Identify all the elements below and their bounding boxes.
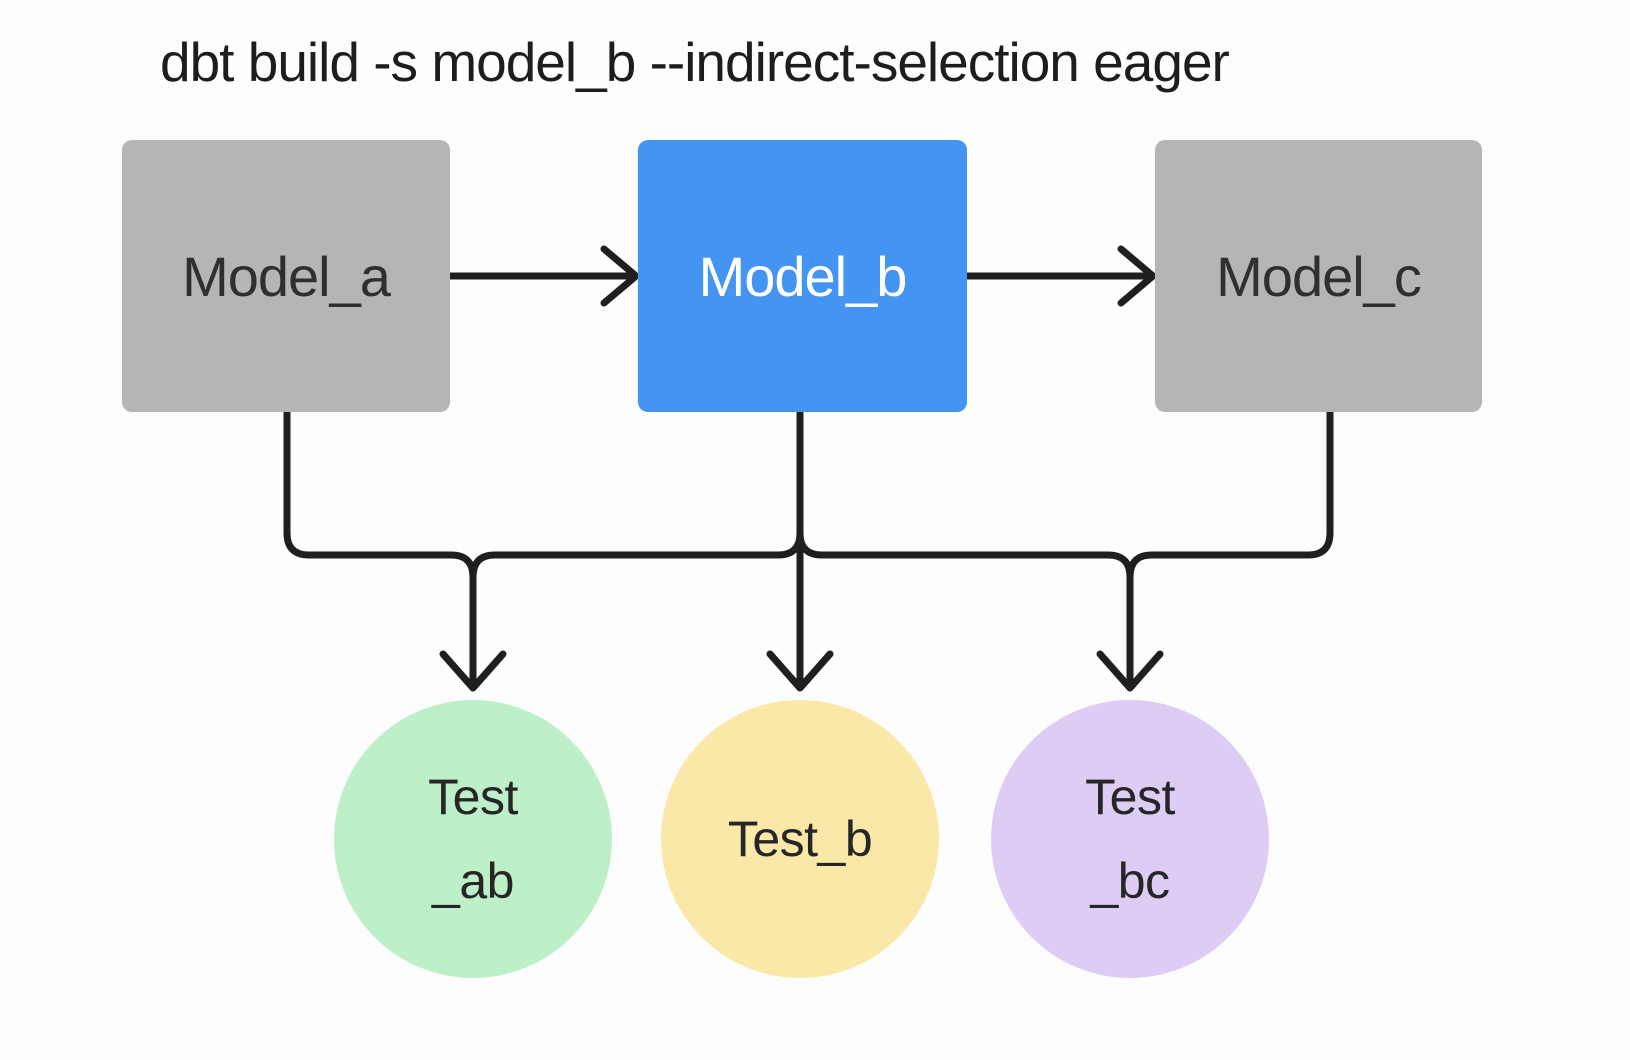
node-model-a-label: Model_a	[182, 244, 391, 308]
node-model-c-label: Model_c	[1216, 244, 1422, 308]
node-test-bc-label-line1: Test	[1085, 769, 1175, 825]
node-model-c: Model_c	[1155, 140, 1482, 412]
node-test-ab-label-line1: Test	[428, 769, 518, 825]
edge-model-b-to-test-ab	[469, 408, 804, 581]
command-title: dbt build -s model_b --indirect-selectio…	[160, 31, 1230, 93]
node-test-bc-label-line2: _bc	[1090, 853, 1170, 909]
arrowhead-down-test-bc	[1096, 650, 1164, 692]
arrowhead-right-model-b	[600, 245, 640, 307]
edge-model-b-to-test-bc	[796, 529, 1134, 688]
node-model-b-label: Model_b	[698, 244, 908, 308]
node-test-b: Test_b	[661, 700, 939, 978]
node-test-ab: Test _ab	[334, 700, 612, 978]
edge-model-c-to-test-bc	[1126, 408, 1334, 581]
arrowhead-down-test-b	[766, 650, 834, 692]
arrowhead-right-model-c	[1117, 245, 1157, 307]
arrowhead-down-test-ab	[439, 650, 507, 692]
node-test-ab-label-line2: _ab	[432, 853, 514, 909]
node-model-a: Model_a	[122, 140, 450, 412]
node-model-b: Model_b	[638, 140, 967, 412]
node-test-bc: Test _bc	[991, 700, 1269, 978]
edge-model-a-to-test-ab	[283, 408, 477, 688]
node-test-b-label: Test_b	[727, 811, 873, 867]
